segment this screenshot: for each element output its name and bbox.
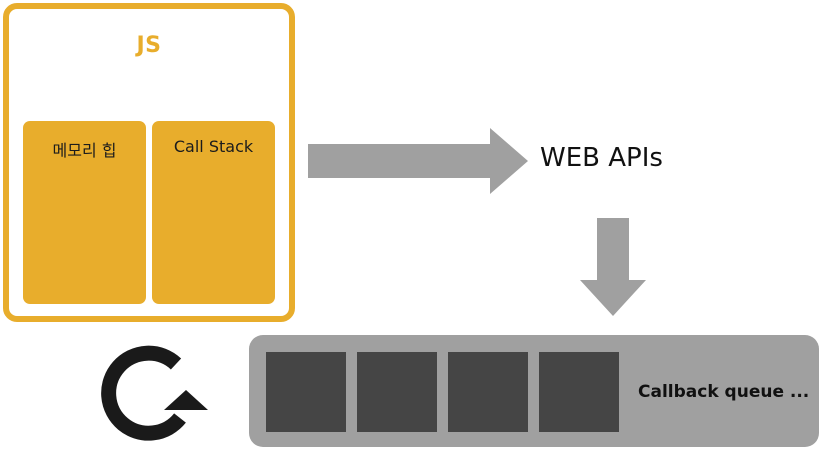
memory-heap-label: 메모리 힙 xyxy=(52,141,117,160)
callback-queue-label: Callback queue ... xyxy=(638,382,810,402)
call-stack-label: Call Stack xyxy=(173,137,254,156)
arrow-right-icon xyxy=(308,128,528,194)
queue-slot xyxy=(357,352,437,432)
queue-slot xyxy=(448,352,528,432)
memory-heap-panel: 메모리 힙 xyxy=(23,121,146,304)
refresh-loop-icon xyxy=(101,345,208,441)
queue-slot xyxy=(539,352,619,432)
arrow-down-icon xyxy=(580,218,646,316)
js-title: JS xyxy=(136,33,162,58)
call-stack-panel: Call Stack xyxy=(152,121,275,304)
callback-queue: Callback queue ... xyxy=(249,335,819,447)
js-runtime-box: JS 메모리 힙 Call Stack xyxy=(3,3,295,322)
web-apis-label: WEB APIs xyxy=(540,143,663,173)
queue-slot xyxy=(266,352,346,432)
